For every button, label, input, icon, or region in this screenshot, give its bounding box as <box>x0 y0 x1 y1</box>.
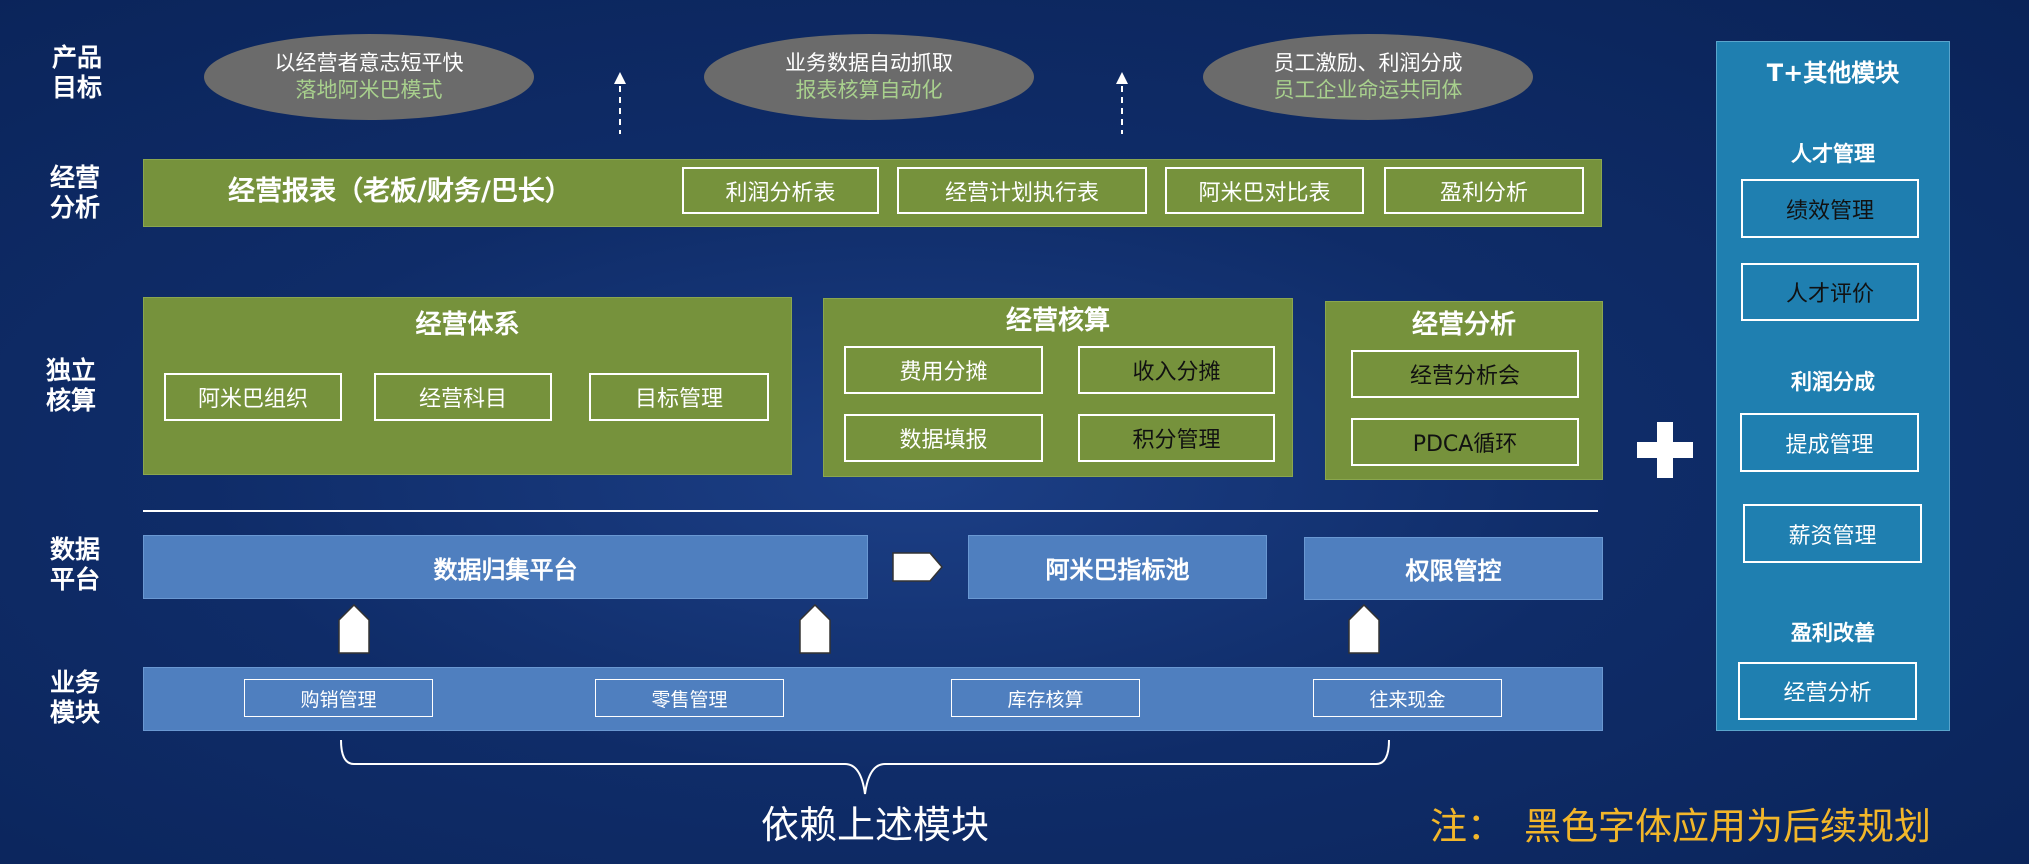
goal-2-line2: 报表核算自动化 <box>795 78 943 102</box>
goal-oval-1: 以经营者意志短平快 落地阿米巴模式 <box>204 34 534 120</box>
business-item-inventory[interactable]: 库存核算 <box>951 679 1140 717</box>
row-label-independent-accounting: 独立 核算 <box>45 356 96 415</box>
note-content: 黑色字体应用为后续规划 <box>1524 805 1931 848</box>
side-group-profit-improvement: 盈利改善 <box>1791 621 1875 645</box>
operation-accounting-block <box>823 298 1293 477</box>
goal-2-line1: 业务数据自动抓取 <box>785 51 953 75</box>
operation-analysis-title: 经营分析 <box>1411 310 1516 340</box>
report-item-profit[interactable]: 利润分析表 <box>682 167 879 214</box>
permission-control[interactable]: 权限管控 <box>1304 537 1603 600</box>
system-item-subjects[interactable]: 经营科目 <box>374 373 552 421</box>
accounting-item-income-allocation[interactable]: 收入分摊 <box>1078 346 1275 394</box>
note-label: 注： <box>1430 805 1504 848</box>
report-bar-title: 经营报表（老板/财务/巴长） <box>228 176 572 207</box>
analysis-item-pdca[interactable]: PDCA循环 <box>1351 418 1579 466</box>
goal-oval-3: 员工激励、利润分成 员工企业命运共同体 <box>1203 34 1533 120</box>
operation-accounting-title: 经营核算 <box>1005 306 1110 336</box>
operation-system-block <box>143 297 792 475</box>
dashed-up-arrow-1 <box>614 72 626 134</box>
dashed-up-arrow-2 <box>1116 72 1128 134</box>
side-group-profit-sharing: 利润分成 <box>1791 370 1875 394</box>
operation-analysis-block <box>1325 301 1603 480</box>
goal-3-line2: 员工企业命运共同体 <box>1273 78 1463 102</box>
depends-text: 依赖上述模块 <box>760 803 989 847</box>
analysis-item-meeting[interactable]: 经营分析会 <box>1351 350 1579 398</box>
row-label-operation-analysis: 经营 分析 <box>49 163 100 222</box>
data-collection-platform[interactable]: 数据归集平台 <box>143 535 868 599</box>
goal-1-line2: 落地阿米巴模式 <box>295 78 443 102</box>
goal-oval-2: 业务数据自动抓取 报表核算自动化 <box>704 34 1034 120</box>
business-module-bar <box>143 667 1603 731</box>
report-item-profitability[interactable]: 盈利分析 <box>1384 167 1584 214</box>
side-item-talent-evaluation[interactable]: 人才评价 <box>1741 263 1919 321</box>
operation-system-title: 经营体系 <box>415 310 520 340</box>
business-item-purchase-sales[interactable]: 购销管理 <box>244 679 433 717</box>
side-item-performance[interactable]: 绩效管理 <box>1741 179 1919 238</box>
row-label-business-module: 业务 模块 <box>49 668 100 727</box>
accounting-item-data-entry[interactable]: 数据填报 <box>844 414 1043 462</box>
accounting-item-points-management[interactable]: 积分管理 <box>1078 414 1275 462</box>
system-item-amoeba-org[interactable]: 阿米巴组织 <box>164 373 342 421</box>
up-arrow-icon-3 <box>1348 604 1380 654</box>
side-item-salary[interactable]: 薪资管理 <box>1743 504 1922 563</box>
row-label-product-goal: 产品 目标 <box>51 43 102 102</box>
divider-line <box>143 510 1598 512</box>
side-item-commission[interactable]: 提成管理 <box>1740 413 1919 472</box>
goal-3-line1: 员工激励、利润分成 <box>1273 51 1463 75</box>
side-item-operation-analysis[interactable]: 经营分析 <box>1738 662 1917 720</box>
business-item-retail[interactable]: 零售管理 <box>595 679 784 717</box>
accounting-item-cost-allocation[interactable]: 费用分摊 <box>844 346 1043 394</box>
up-arrow-icon-2 <box>799 604 831 654</box>
business-item-accounts-cash[interactable]: 往来现金 <box>1313 679 1502 717</box>
side-panel-title: T+其他模块 <box>1766 59 1900 87</box>
side-group-talent: 人才管理 <box>1791 142 1875 166</box>
side-panel <box>1716 41 1950 731</box>
right-arrow-icon <box>892 552 943 582</box>
row-label-data-platform: 数据 平台 <box>49 535 100 594</box>
up-arrow-icon-1 <box>338 604 370 654</box>
plus-icon <box>1637 422 1693 478</box>
report-item-amoeba-compare[interactable]: 阿米巴对比表 <box>1165 167 1364 214</box>
report-bar <box>143 159 1602 227</box>
goal-1-line1: 以经营者意志短平快 <box>274 51 464 75</box>
amoeba-indicator-pool[interactable]: 阿米巴指标池 <box>968 535 1267 599</box>
system-item-goal-management[interactable]: 目标管理 <box>589 373 769 421</box>
brace-bracket <box>340 739 1390 795</box>
note-text: 注： 黑色字体应用为后续规划 <box>1430 802 1970 852</box>
report-item-plan-execution[interactable]: 经营计划执行表 <box>897 167 1147 214</box>
